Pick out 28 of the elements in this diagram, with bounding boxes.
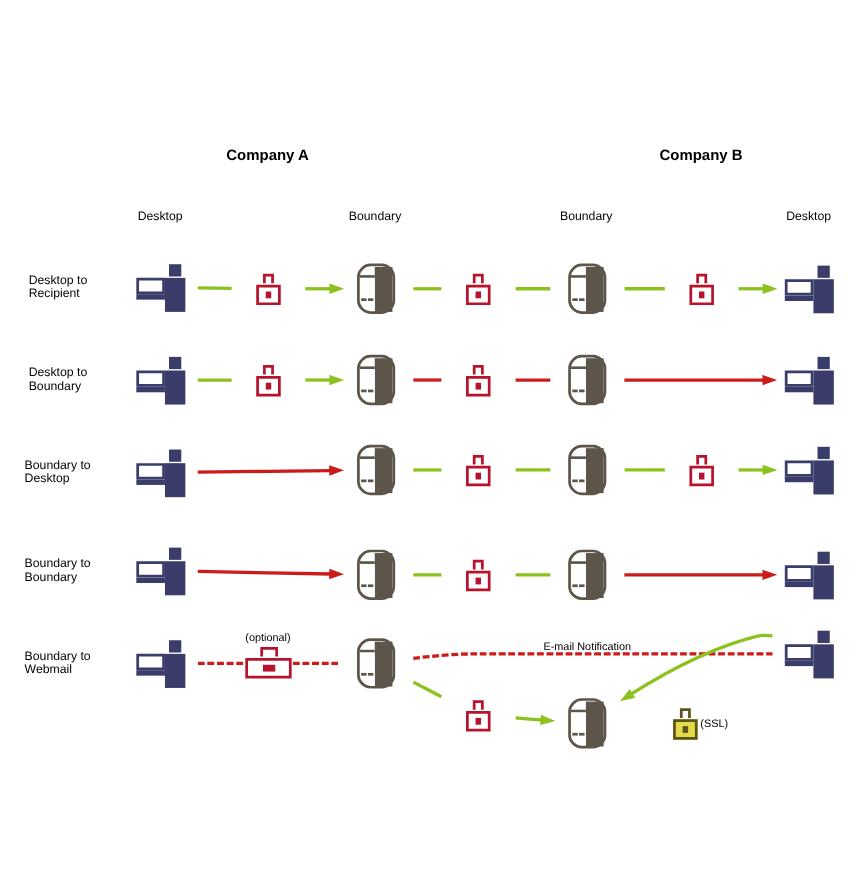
connector	[198, 661, 244, 666]
connector	[412, 680, 443, 699]
arrow	[738, 283, 778, 294]
arrow	[305, 374, 345, 386]
arrow	[197, 568, 344, 580]
label: Company A	[226, 146, 309, 165]
connector	[413, 287, 442, 291]
connector	[515, 378, 551, 382]
connector	[413, 378, 442, 382]
arrow	[620, 633, 773, 702]
connector	[413, 573, 442, 577]
connector	[624, 468, 665, 472]
connector	[293, 661, 339, 666]
connector	[413, 652, 773, 660]
connector	[515, 573, 551, 577]
label: Company B	[659, 146, 743, 165]
arrow	[624, 374, 778, 386]
connector	[624, 287, 665, 291]
arrow	[305, 283, 345, 294]
arrow	[197, 465, 344, 476]
connector	[197, 286, 232, 290]
connector	[515, 287, 551, 291]
arrow	[738, 464, 778, 476]
connector	[515, 468, 551, 472]
connector	[197, 378, 232, 382]
arrow	[515, 714, 556, 725]
arrow	[624, 569, 778, 580]
connector	[413, 468, 442, 472]
